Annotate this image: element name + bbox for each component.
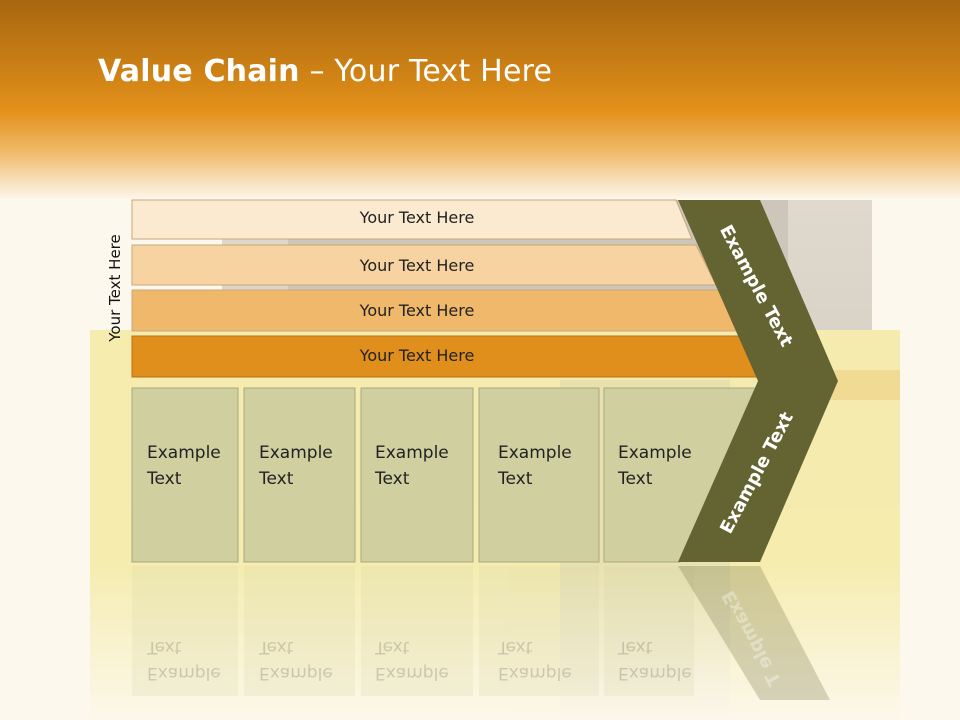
cell-text-4: Example Text xyxy=(498,440,572,492)
cell-text-5: Example Text xyxy=(618,440,692,492)
page-title: Value Chain – Your Text Here xyxy=(98,54,552,89)
primary-cell-2 xyxy=(243,387,356,563)
cell-reflect-4: Example Text xyxy=(498,634,572,686)
cell-reflect-5: Example Text xyxy=(618,634,692,686)
chevron-reflection xyxy=(678,566,830,700)
cells-reflection xyxy=(132,566,694,696)
cell-text-2-line2: Text xyxy=(259,469,294,489)
cell-reflect-2-line2: Text xyxy=(259,637,294,657)
support-row-1 xyxy=(131,199,693,240)
cell-reflect-3: Example Text xyxy=(375,634,449,686)
primary-cell-3 xyxy=(360,387,474,563)
cell-text-3-line2: Text xyxy=(375,469,410,489)
cell-reflect-5-line1: Example xyxy=(618,663,692,683)
row-label-3: Your Text Here xyxy=(359,301,475,320)
cell-reflect-4-line1: Example xyxy=(498,663,572,683)
cell-reflect-3-line1: Example xyxy=(375,663,449,683)
cell-reflect-4-line2: Text xyxy=(498,637,533,657)
row-label-4: Your Text Here xyxy=(359,346,475,365)
cell-reflect-1-line2: Text xyxy=(147,637,182,657)
cell-reflect-2: Example Text xyxy=(259,634,333,686)
row-label-2: Your Text Here xyxy=(359,256,475,275)
primary-cell-1 xyxy=(131,387,239,563)
primary-cell-4 xyxy=(478,387,600,563)
cell-text-1-line1: Example xyxy=(147,443,221,463)
cell-reflect-3-line2: Text xyxy=(375,637,410,657)
cell-reflect-1: Example Text xyxy=(147,634,221,686)
cell-text-1: Example Text xyxy=(147,440,221,492)
cell-text-2-line1: Example xyxy=(259,443,333,463)
cell-text-3-line1: Example xyxy=(375,443,449,463)
row-label-1: Your Text Here xyxy=(359,208,475,227)
title-bold: Value Chain xyxy=(98,54,300,89)
cell-reflect-5-line2: Text xyxy=(618,637,653,657)
title-rest: – Your Text Here xyxy=(299,54,553,89)
cell-text-3: Example Text xyxy=(375,440,449,492)
cell-reflect-2-line1: Example xyxy=(259,663,333,683)
margin-chevron xyxy=(678,200,838,562)
cell-text-5-line2: Text xyxy=(618,469,653,489)
cell-text-4-line1: Example xyxy=(498,443,572,463)
cell-text-2: Example Text xyxy=(259,440,333,492)
cell-text-1-line2: Text xyxy=(147,469,182,489)
cell-reflect-1-line1: Example xyxy=(147,663,221,683)
cell-text-4-line2: Text xyxy=(498,469,533,489)
cell-text-5-line1: Example xyxy=(618,443,692,463)
